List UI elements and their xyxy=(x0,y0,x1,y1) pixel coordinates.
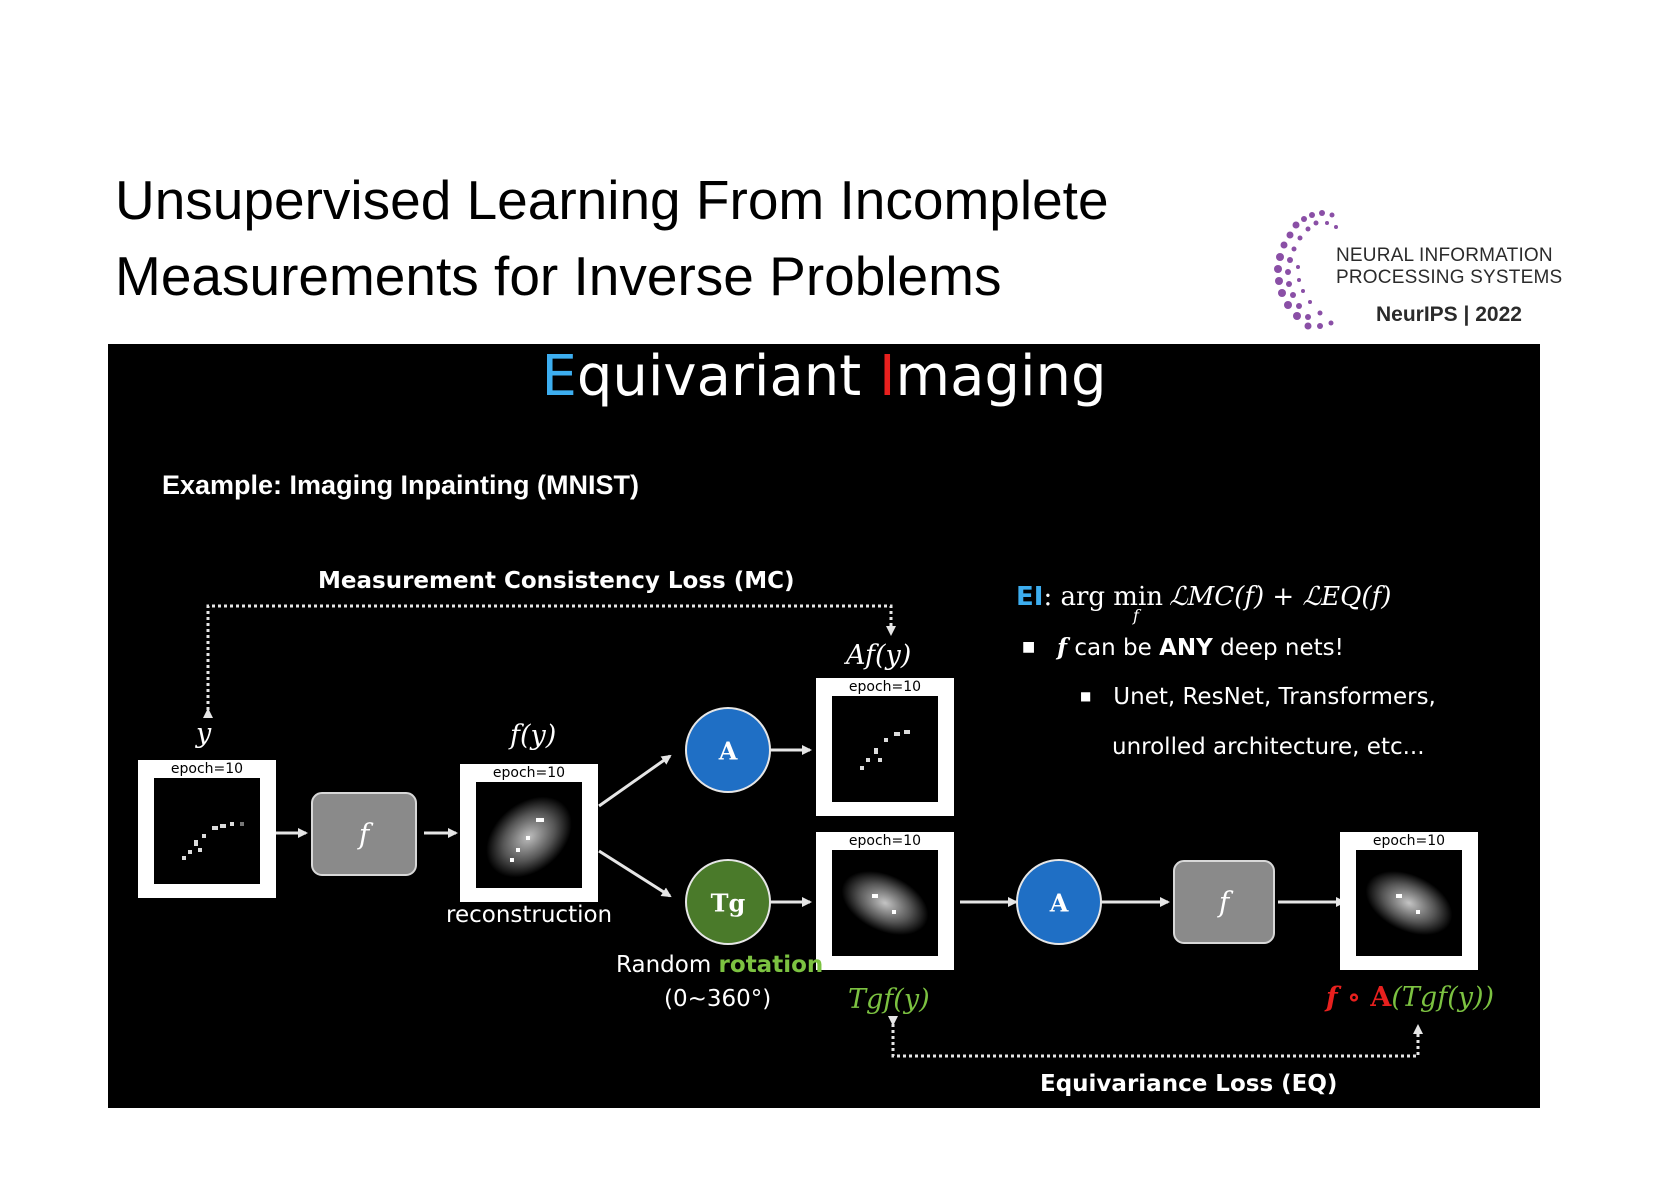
label-final-inner: (Tgf(y)) xyxy=(1391,982,1495,1013)
box-f-1 xyxy=(311,792,417,876)
node-A-1 xyxy=(685,707,771,793)
bullet-1-pre: can be xyxy=(1067,635,1160,661)
neurips-dots-icon xyxy=(1274,210,1338,330)
image-fy-content xyxy=(476,782,582,888)
objective-expr: ℒMC(f) + ℒEQ(f) xyxy=(1168,582,1392,612)
label-fy: f(y) xyxy=(510,720,557,751)
arrow-fy-to-A xyxy=(598,754,672,808)
epoch-label-fy: epoch=10 xyxy=(492,765,566,781)
label-final-circ: ∘ A xyxy=(1337,982,1392,1013)
image-final-content xyxy=(1356,850,1462,956)
label-afy: Af(y) xyxy=(846,640,912,671)
label-angle: (0~360°) xyxy=(664,986,772,1012)
logo-text-line-2: PROCESSING SYSTEMS xyxy=(1336,267,1563,288)
title-letter-I: I xyxy=(879,344,896,409)
panel-title: Equivariant Imaging xyxy=(108,344,1540,409)
bullet-1: ■ f can be ANY deep nets! xyxy=(1022,634,1344,661)
bullet-2-line-2: unrolled architecture, etc... xyxy=(1112,734,1425,760)
image-afy-content xyxy=(832,696,938,802)
bullet-1-bold: ANY xyxy=(1159,635,1213,661)
image-final xyxy=(1340,832,1478,970)
label-random: Random xyxy=(616,952,719,978)
example-label: Example: Imaging Inpainting (MNIST) xyxy=(162,470,640,500)
bullet-2: ■ Unet, ResNet, Transformers, xyxy=(1080,684,1436,710)
mc-loss-label: Measurement Consistency Loss (MC) xyxy=(318,568,795,594)
bullet-1-marker: ■ xyxy=(1022,639,1036,655)
node-A-label-2: A xyxy=(1049,888,1069,918)
diagram-arrows xyxy=(203,604,1423,1058)
neurips-logo: NEURAL INFORMATION PROCESSING SYSTEMS Ne… xyxy=(1270,205,1570,335)
image-y xyxy=(138,760,276,898)
title-letter-E: E xyxy=(541,344,577,409)
label-final-f: f xyxy=(1326,982,1338,1013)
image-fy xyxy=(460,764,598,902)
node-A-2 xyxy=(1016,859,1102,945)
node-Tg-label: Tg xyxy=(710,888,746,918)
slide-title-line-1: Unsupervised Learning From Incomplete xyxy=(115,169,1109,231)
arrow-fy-to-Tg xyxy=(598,849,672,898)
image-afy xyxy=(816,678,954,816)
label-reconstruction: reconstruction xyxy=(446,902,613,928)
digit-fy-pixels xyxy=(486,796,572,878)
digit-final-pixels xyxy=(1365,871,1453,935)
eq-loss-dotted-arrow xyxy=(888,1016,1423,1058)
bullet-1-post: deep nets! xyxy=(1212,635,1344,661)
digit-y-pixels xyxy=(182,822,244,860)
ei-objective: EI: arg minf ℒMC(f) + ℒEQ(f) xyxy=(1016,582,1392,625)
node-f-label-2: f xyxy=(1218,885,1230,919)
bullet-2-line-1: Unet, ResNet, Transformers, xyxy=(1113,684,1436,710)
label-tgfy: Tgf(y) xyxy=(848,984,930,1015)
label-rotation: rotation xyxy=(718,952,824,978)
slide-title-line-2: Measurements for Inverse Problems xyxy=(115,245,1002,307)
node-f-label-1: f xyxy=(358,817,370,851)
box-f-2 xyxy=(1173,860,1275,944)
eq-loss-label: Equivariance Loss (EQ) xyxy=(1040,1071,1338,1097)
epoch-label-y: epoch=10 xyxy=(170,761,244,777)
image-tgfy-content xyxy=(832,850,938,956)
title-word2-rest: maging xyxy=(895,344,1107,409)
objective-prefix: EI xyxy=(1016,582,1044,612)
image-y-content xyxy=(154,778,260,884)
digit-afy-pixels xyxy=(860,730,910,770)
label-final: f ∘ A(Tgf(y)) xyxy=(1326,982,1494,1013)
bullet-1-var: f xyxy=(1057,634,1068,661)
epoch-label-tgfy: epoch=10 xyxy=(848,833,922,849)
epoch-label-final: epoch=10 xyxy=(1372,833,1446,849)
label-y: y xyxy=(196,718,212,749)
objective-text: : arg min xyxy=(1043,582,1164,612)
epoch-label-afy: epoch=10 xyxy=(848,679,922,695)
title-word1-rest: quivariant xyxy=(576,344,880,409)
logo-conference: NeurIPS | 2022 xyxy=(1376,303,1522,326)
mc-loss-dotted-arrow xyxy=(203,604,896,718)
label-random-rotation: Random rotation xyxy=(616,952,823,978)
digit-tgfy-pixels xyxy=(841,871,929,935)
equivariant-imaging-panel: Equivariant Imaging Example: Imaging Inp… xyxy=(108,344,1540,1108)
logo-text-line-1: NEURAL INFORMATION xyxy=(1336,245,1553,266)
image-tgfy xyxy=(816,832,954,970)
node-A-label-1: A xyxy=(718,736,738,766)
bullet-2-marker: ■ xyxy=(1080,689,1092,703)
node-Tg xyxy=(685,859,771,945)
objective-sub: f xyxy=(1133,606,1139,625)
slide-title: Unsupervised Learning From Incomplete Me… xyxy=(115,162,1109,314)
